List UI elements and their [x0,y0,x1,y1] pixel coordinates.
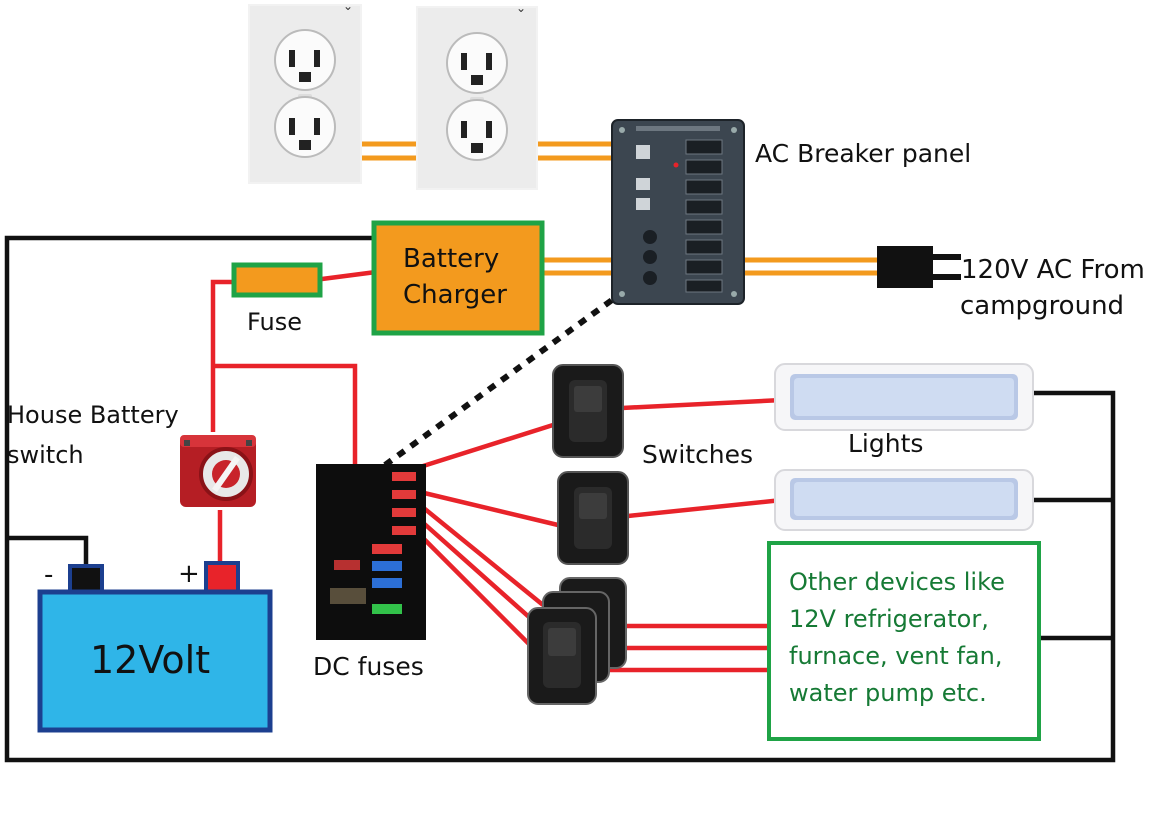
other-devices-line-4: water pump etc. [789,679,987,707]
negative-wires [4,235,1116,763]
ac-source-label-line1: 120V AC From [961,255,1145,285]
other-devices-line-3: furnace, vent fan, [789,642,1002,670]
battery-charger-label-line1: Battery [403,244,499,274]
house-battery-switch-label-line2: switch [7,441,84,469]
light-fixture-2 [774,469,1034,531]
rocker-switch-2 [557,471,629,565]
positive-wires [210,269,783,673]
ac-plug [877,246,961,288]
other-devices-box [767,541,1041,741]
fuse-label: Fuse [247,308,302,336]
outlet-left: ⌄ [248,0,362,184]
rocker-switch-stack [527,577,627,705]
house-battery-switch-label-line1: House Battery [7,401,179,429]
other-devices-line-1: Other devices like [789,568,1005,596]
svg-text:⌄: ⌄ [516,1,526,15]
battery-charger-label-line2: Charger [403,280,507,310]
battery-negative-label: - [44,560,53,590]
dc-fuses-label: DC fuses [313,652,424,681]
ac-source-label-line2: campground [960,291,1124,321]
ac-wires [362,141,880,276]
light-fixture-1 [774,363,1034,431]
house-battery-switch-icon [180,435,256,507]
battery-positive-label: + [178,559,200,589]
inline-fuse [231,262,323,298]
dc-fuse-block [316,464,426,640]
lights-label: Lights [848,429,923,458]
svg-text:⌄: ⌄ [343,0,353,13]
rocker-switch-1 [552,364,624,458]
house-battery [37,561,273,733]
battery-charger [371,220,545,336]
other-devices-line-2: 12V refrigerator, [789,605,989,633]
ac-breaker-panel [611,119,745,305]
outlet-right: ⌄ [416,1,538,190]
battery-label: 12Volt [90,638,210,682]
ac-breaker-panel-label: AC Breaker panel [755,139,971,168]
switches-label: Switches [642,440,753,469]
